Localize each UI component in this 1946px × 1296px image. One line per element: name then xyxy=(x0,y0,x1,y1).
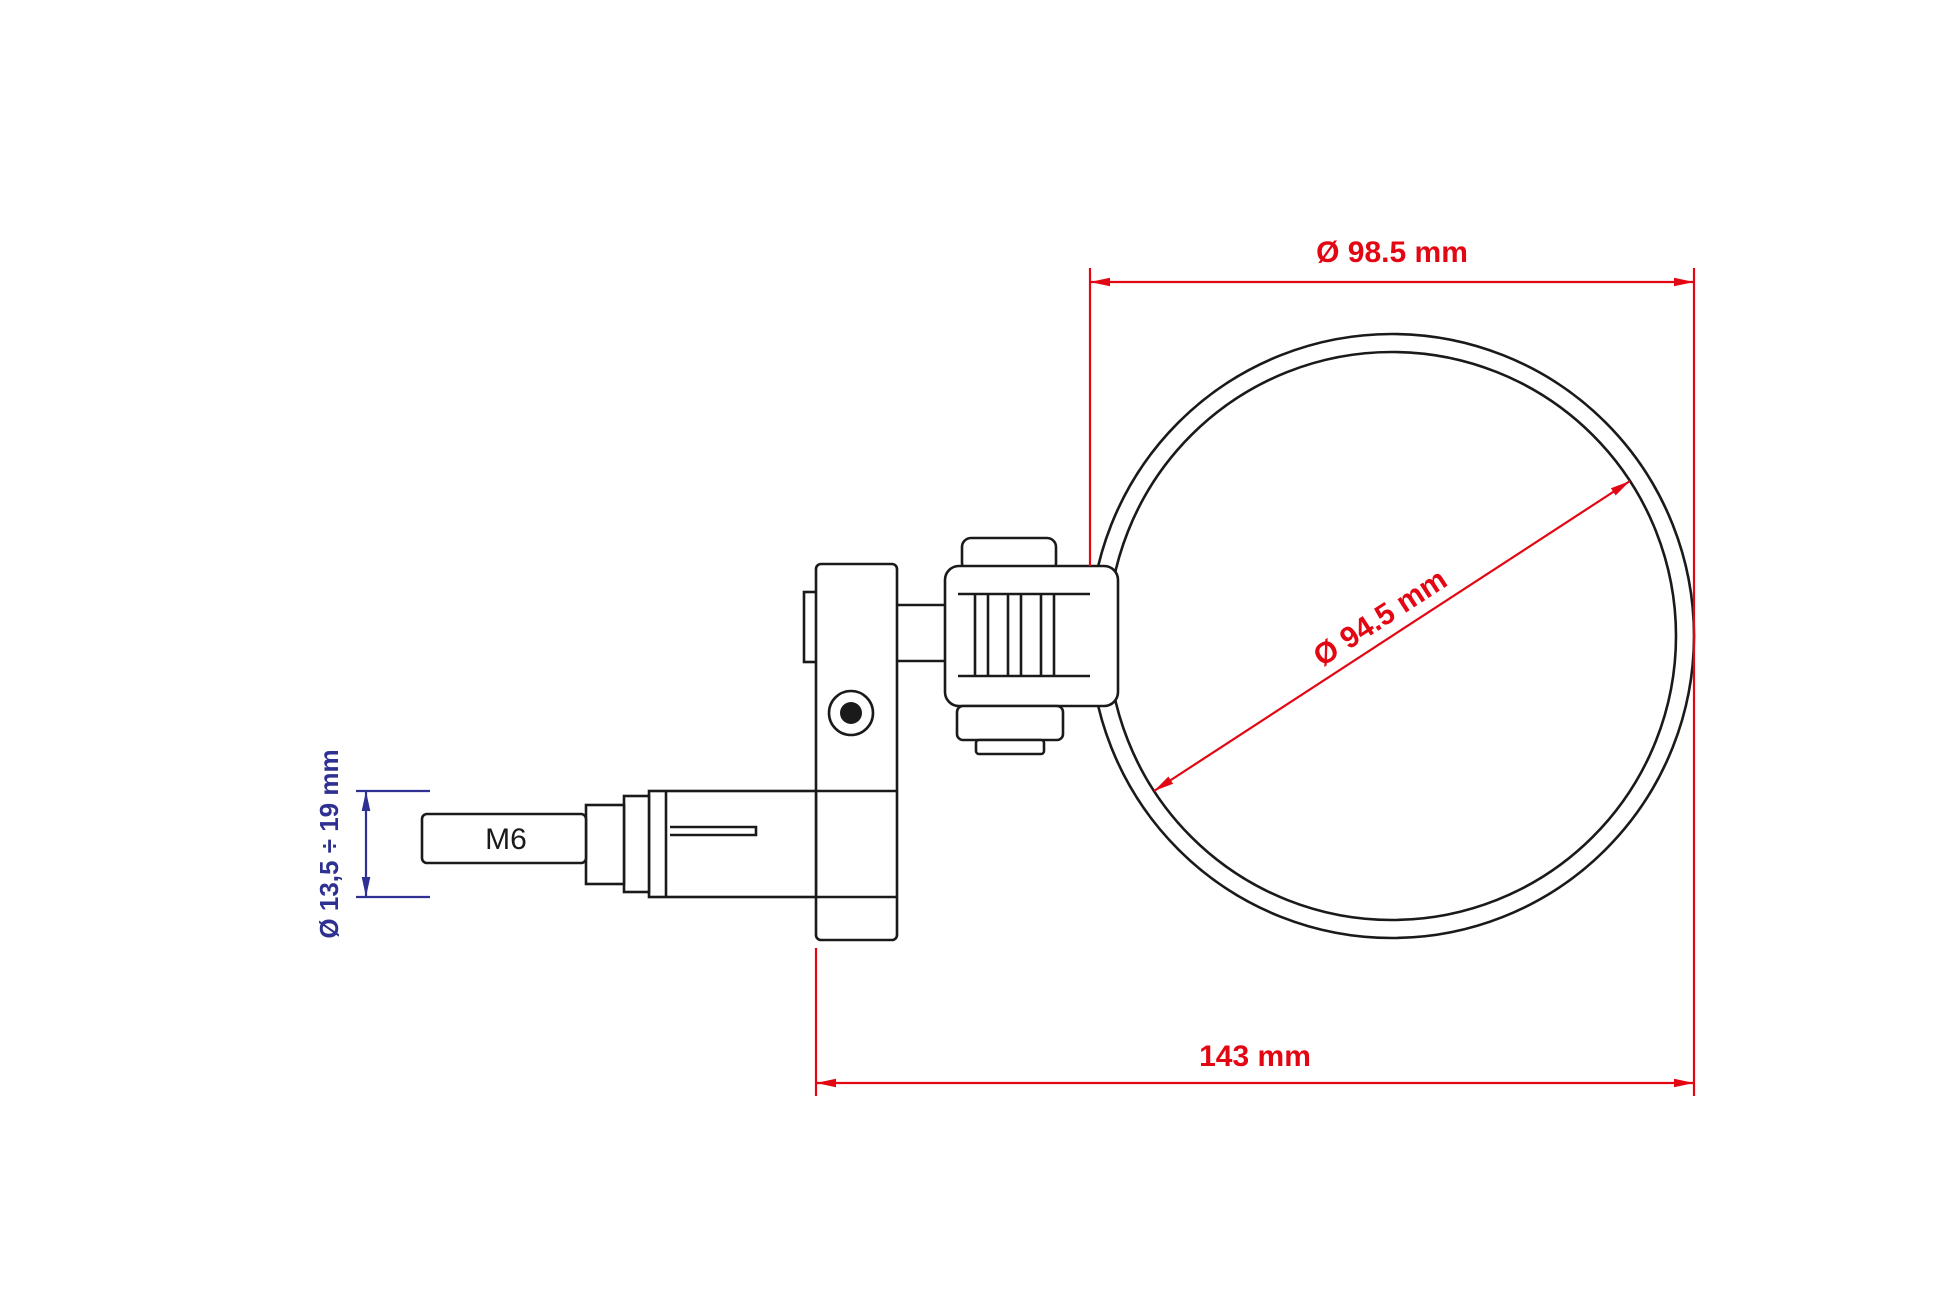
expander-rod-assembly: M6 xyxy=(420,789,818,899)
expander-slot xyxy=(670,825,758,837)
hinge-assembly xyxy=(897,536,1120,756)
outer-diameter-label: Ø 98.5 mm xyxy=(1316,236,1468,269)
clamp-body-block xyxy=(814,562,899,942)
m6-bolt-shank xyxy=(420,812,588,865)
dimension-outer-diameter: Ø 98.5 mm xyxy=(1088,236,1696,1096)
clamp-body xyxy=(802,562,899,942)
hinge-clevis-block xyxy=(943,564,1120,708)
clamp-range-label: Ø 13,5 ÷ 19 mm xyxy=(314,749,344,938)
overall-length-label: 143 mm xyxy=(1199,1040,1311,1073)
hinge-nut-step xyxy=(974,738,1046,756)
dimension-clamp-range: Ø 13,5 ÷ 19 mm xyxy=(314,749,430,939)
dimension-line-glass-diameter xyxy=(1153,480,1631,792)
expander-sleeve xyxy=(647,789,818,899)
pivot-screw-socket xyxy=(840,702,862,724)
rod-washer xyxy=(584,803,626,886)
pivot-screw-outer xyxy=(827,689,875,737)
hinge-nut xyxy=(955,704,1065,742)
thread-label: M6 xyxy=(485,823,527,856)
dimension-overall-length: 143 mm xyxy=(814,948,1694,1096)
rod-flange xyxy=(622,794,651,894)
